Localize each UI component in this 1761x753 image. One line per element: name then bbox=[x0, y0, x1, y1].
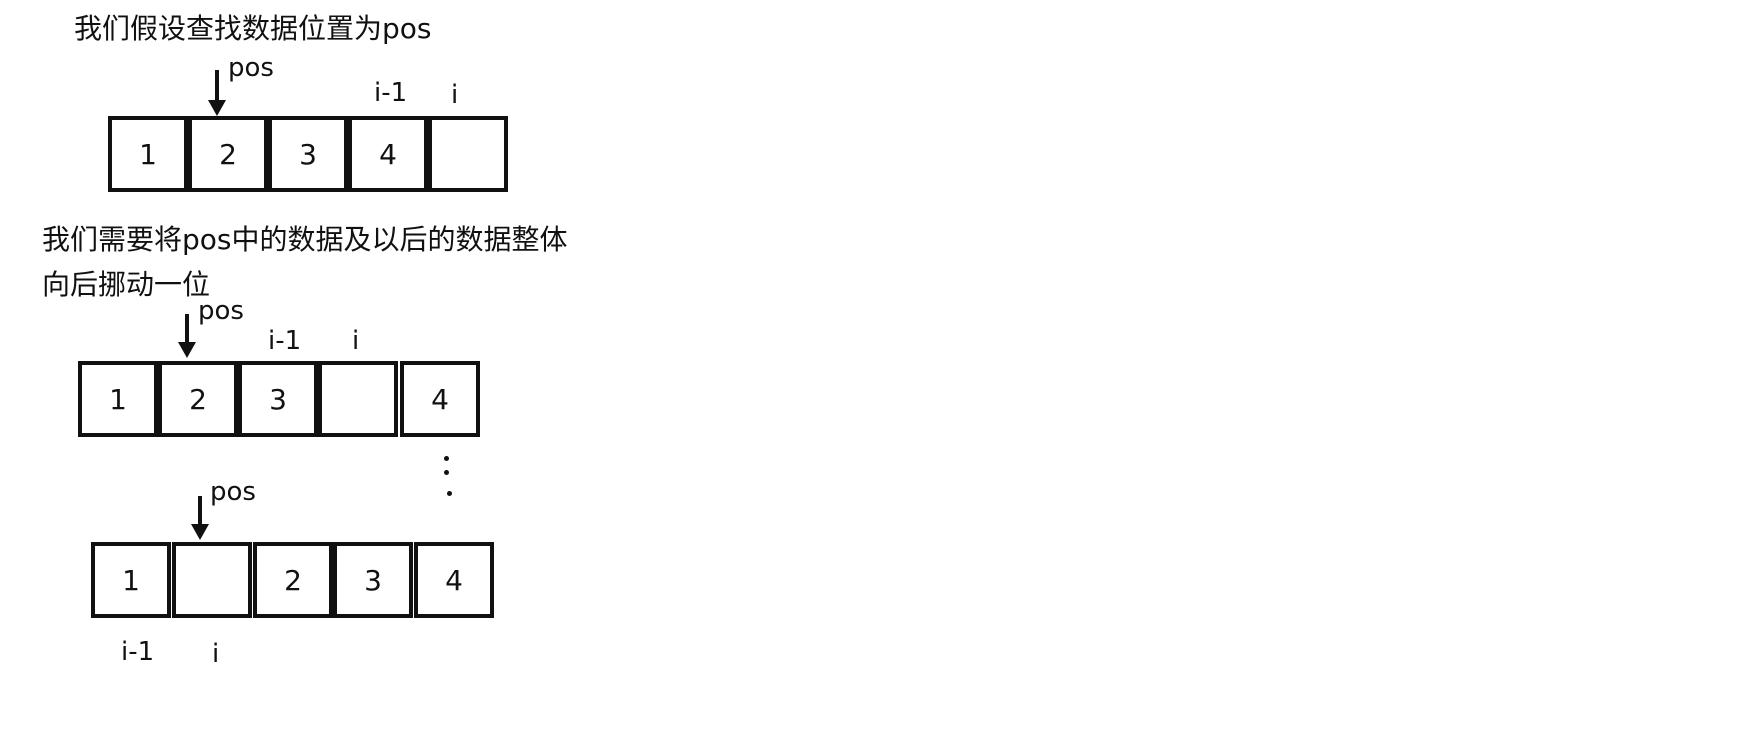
array-cell: 2 bbox=[253, 542, 333, 618]
array-cell: 4 bbox=[414, 542, 494, 618]
array-cell: 4 bbox=[348, 116, 428, 192]
array-cell: 1 bbox=[78, 361, 158, 437]
array-cell: 4 bbox=[400, 361, 480, 437]
index-label-cur: i bbox=[451, 80, 459, 110]
index-label-cur: i bbox=[212, 639, 220, 669]
pos-label: pos bbox=[198, 296, 244, 326]
array-cell bbox=[172, 542, 252, 618]
array-cell: 2 bbox=[158, 361, 238, 437]
array-cell bbox=[428, 116, 508, 192]
array-cell: 2 bbox=[188, 116, 268, 192]
pos-arrow-icon bbox=[178, 314, 196, 358]
array-cell: 3 bbox=[268, 116, 348, 192]
index-label-prev: i-1 bbox=[121, 637, 155, 667]
index-label-prev: i-1 bbox=[268, 326, 302, 356]
explain-line-1: 我们需要将pos中的数据及以后的数据整体 bbox=[42, 223, 568, 256]
pos-label: pos bbox=[228, 53, 274, 83]
index-label-prev: i-1 bbox=[374, 78, 408, 108]
index-label-cur: i bbox=[352, 326, 360, 356]
explain-line-2: 向后挪动一位 bbox=[42, 268, 211, 301]
pos-arrow-icon bbox=[191, 496, 209, 540]
array-cell: 1 bbox=[108, 116, 188, 192]
intro-text: 我们假设查找数据位置为pos bbox=[74, 12, 432, 45]
array-cell bbox=[318, 361, 398, 437]
array-cell: 3 bbox=[333, 542, 413, 618]
array-cell: 1 bbox=[91, 542, 171, 618]
array-cell: 3 bbox=[238, 361, 318, 437]
pos-arrow-icon bbox=[208, 70, 226, 116]
pos-label: pos bbox=[210, 477, 256, 507]
